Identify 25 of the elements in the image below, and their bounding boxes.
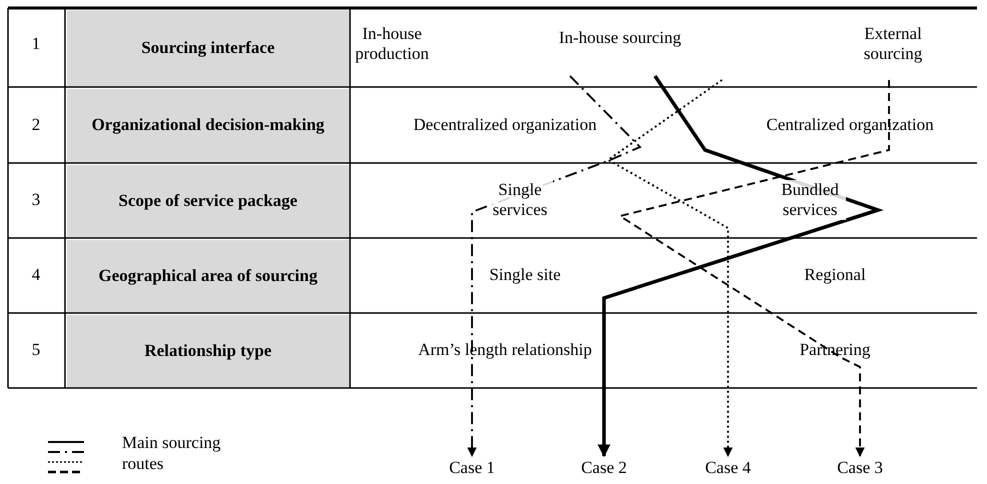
option-text: Centralized organization <box>765 115 935 135</box>
row-number: 5 <box>30 340 42 360</box>
row-number: 1 <box>30 34 42 54</box>
case-label: Case 3 <box>830 458 890 478</box>
option-text: Decentralized organization <box>412 115 598 135</box>
row-number: 3 <box>30 190 42 210</box>
row-number: 2 <box>30 115 42 135</box>
row-heading: Sourcing interface <box>67 10 349 86</box>
option-text: Regional <box>803 265 867 285</box>
option-text: Single site <box>488 265 562 285</box>
option-text: In-house sourcing <box>558 28 682 48</box>
row-heading: Scope of service package <box>67 164 349 236</box>
route-arrow <box>606 79 733 457</box>
row-heading: Relationship type <box>67 314 349 386</box>
option-text: Partnering <box>798 340 872 360</box>
option-text: Arm’s length relationship <box>417 340 593 360</box>
option-text: In-house production <box>354 24 430 64</box>
row-heading: Geographical area of sourcing <box>67 240 349 312</box>
case-label: Case 2 <box>574 458 634 478</box>
case-label: Case 1 <box>442 458 502 478</box>
row-heading: Organizational decision-making <box>67 88 349 162</box>
option-text: External sourcing <box>862 24 924 64</box>
row-number: 4 <box>30 265 42 285</box>
case-label: Case 4 <box>698 458 758 478</box>
legend-text: Main sourcing routes <box>122 432 222 474</box>
